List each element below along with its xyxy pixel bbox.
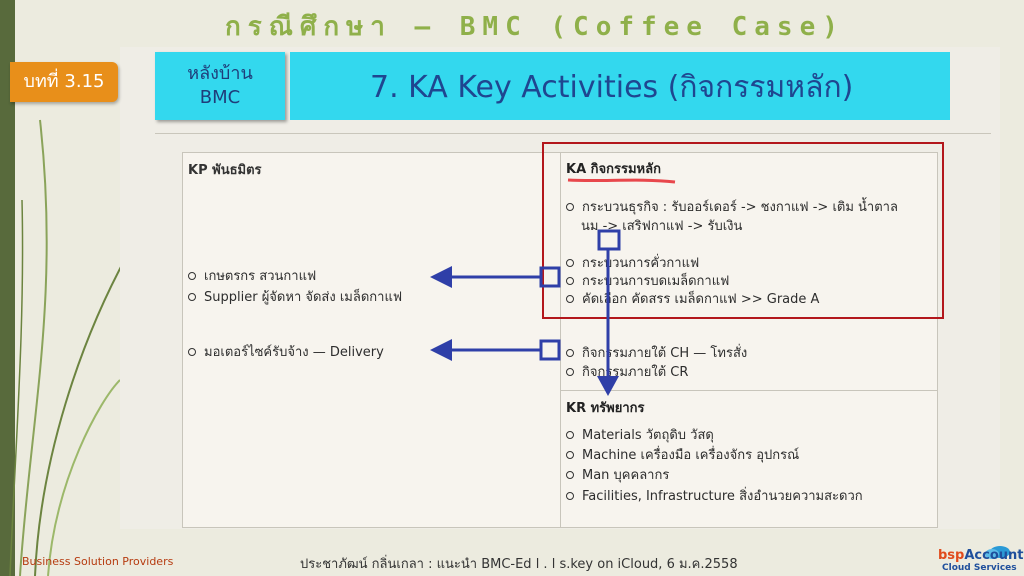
bullet-icon <box>566 294 574 303</box>
bullet-icon <box>566 367 574 376</box>
kr-item: Man บุคคลากร <box>566 464 669 485</box>
ka-item: กระบวนการบดเมล็ดกาแฟ <box>566 270 729 291</box>
ka-item: กิจกรรมภายใต้ CH — โทรสั่ง <box>566 342 747 363</box>
bullet-icon <box>188 271 196 280</box>
bullet-icon <box>566 430 574 439</box>
bullet-icon <box>566 450 574 459</box>
footer-credit: ประชาภัฒน์ กลิ่นเกลา : แนะนำ BMC-Ed l . … <box>300 557 738 572</box>
kr-item: Materials วัตถุดิบ วัสดุ <box>566 424 714 445</box>
ka-item: กระบวนการคั่วกาแฟ <box>566 252 699 273</box>
banner-side-label: หลังบ้าน BMC <box>155 52 285 120</box>
kp-item: มอเตอร์ไซค์รับจ้าง — Delivery <box>188 341 384 362</box>
ka-highlight-box <box>542 142 944 319</box>
banner-side-line-1: หลังบ้าน <box>187 63 253 84</box>
footer-company: Business Solution Providers <box>22 555 174 568</box>
bullet-icon <box>566 202 574 211</box>
canvas-kr-divider <box>560 390 938 391</box>
bullet-icon <box>188 347 196 356</box>
slide-title: กรณีศึกษา – BMC (Coffee Case) <box>225 12 845 42</box>
bullet-icon <box>566 491 574 500</box>
ka-heading: KA กิจกรรมหลัก <box>566 162 661 177</box>
banner-side-line-2: BMC <box>199 87 241 108</box>
banner-main: 7. KA Key Activities (กิจกรรมหลัก) <box>290 52 950 120</box>
bullet-icon <box>566 276 574 285</box>
logo-subtitle: Cloud Services <box>942 563 1017 573</box>
kr-item: Facilities, Infrastructure สิ่งอำนวยความ… <box>566 485 863 506</box>
decorative-grass-lines <box>9 119 131 576</box>
bullet-icon <box>566 470 574 479</box>
logo-wordmark: bspAccount <box>938 548 1024 563</box>
ka-item: กระบวนธุรกิจ : รับออร์เดอร์ -> ชงกาแฟ ->… <box>566 196 898 217</box>
ka-item: กิจกรรมภายใต้ CR <box>566 361 688 382</box>
kr-heading: KR ทรัพยากร <box>566 401 645 416</box>
divider <box>155 133 991 134</box>
kr-item: Machine เครื่องมือ เครื่องจักร อุปกรณ์ <box>566 444 799 465</box>
kp-heading: KP พันธมิตร <box>188 163 262 178</box>
banner-title: 7. KA Key Activities (กิจกรรมหลัก) <box>370 70 854 105</box>
bullet-icon <box>188 292 196 301</box>
ka-item-continued: นม -> เสริฟกาแฟ -> รับเงิน <box>581 219 743 234</box>
chapter-badge: บทที่ 3.15 <box>10 62 118 102</box>
ka-item: คัดเลือก คัดสรร เมล็ดกาแฟ >> Grade A <box>566 288 819 309</box>
kp-item: เกษตรกร สวนกาแฟ <box>188 265 316 286</box>
canvas-column-divider <box>560 152 561 528</box>
kp-item: Supplier ผู้จัดหา จัดส่ง เมล็ดกาแฟ <box>188 286 402 307</box>
left-accent-bar <box>0 0 15 576</box>
bullet-icon <box>566 348 574 357</box>
cloud-logo-icon <box>985 546 1010 559</box>
bullet-icon <box>566 258 574 267</box>
